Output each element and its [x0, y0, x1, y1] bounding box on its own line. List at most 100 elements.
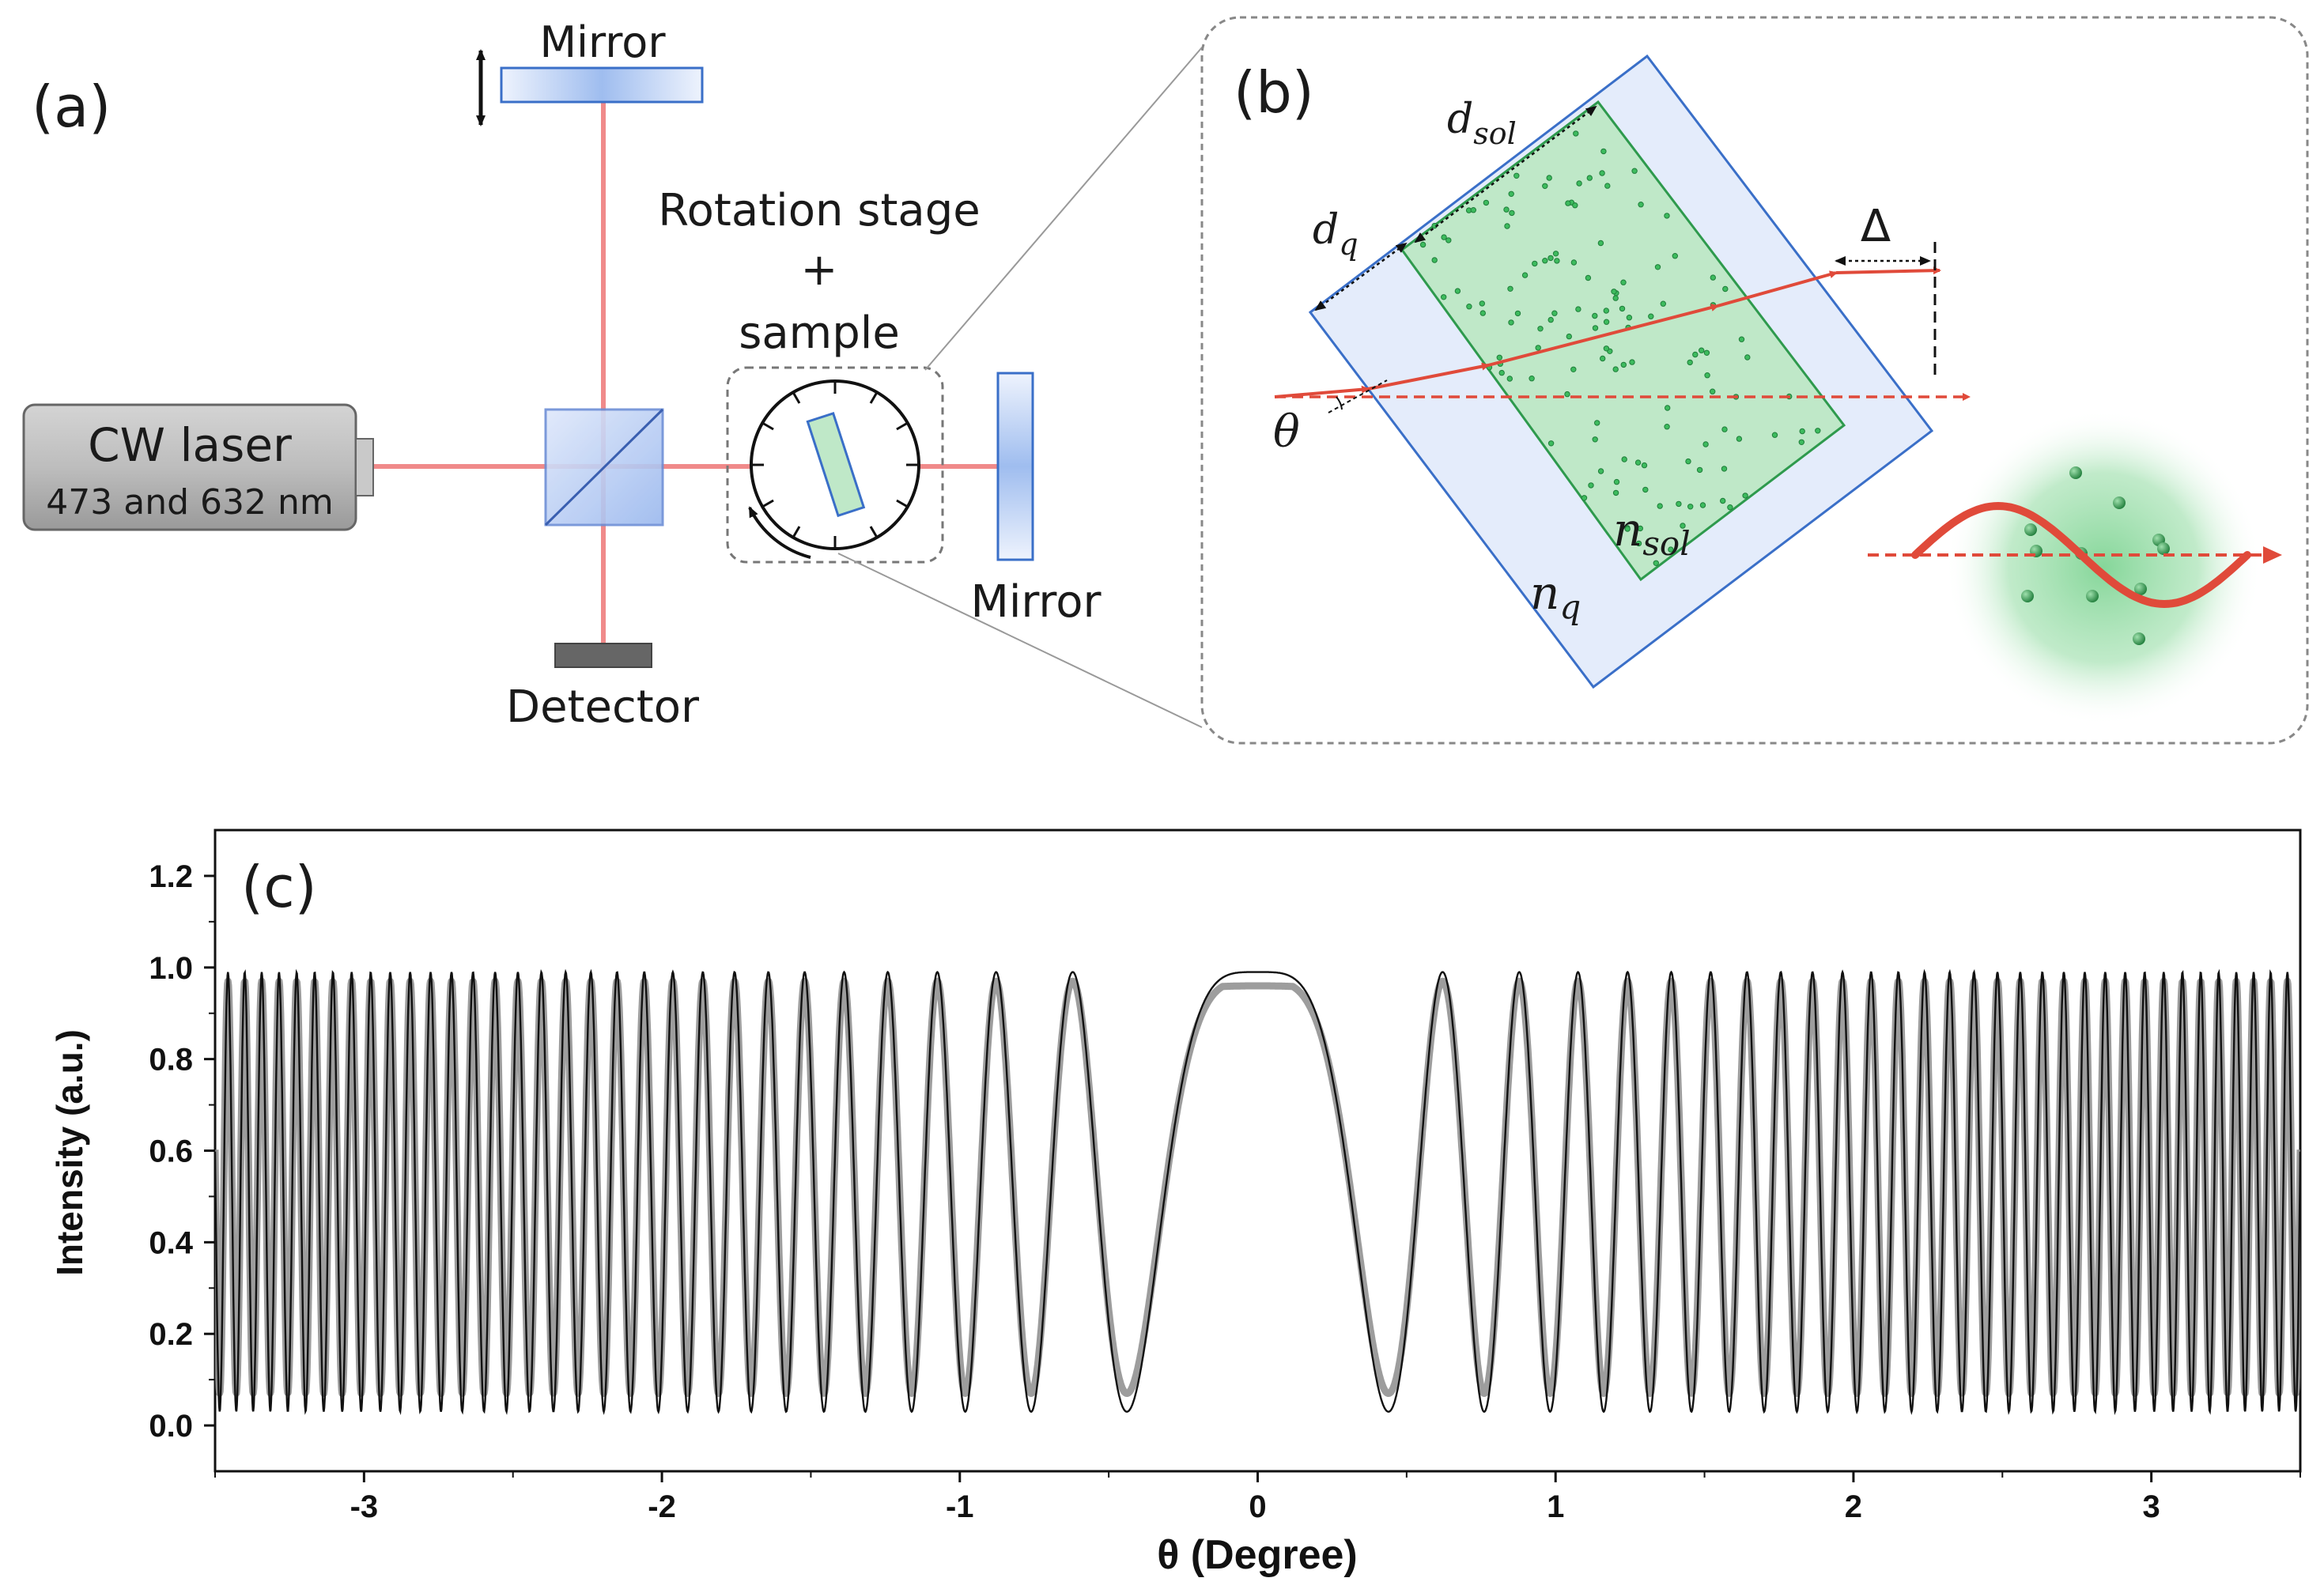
- stage-inset-box: [726, 366, 944, 564]
- particle: [1537, 326, 1544, 332]
- particle: [1535, 345, 1541, 351]
- particle: [1496, 354, 1503, 361]
- particle: [1799, 428, 1805, 435]
- particle: [1722, 285, 1729, 293]
- n-sol-label: nsol: [1613, 503, 1691, 563]
- particle: [1742, 493, 1748, 499]
- plot-area: [215, 968, 2300, 1416]
- particle: [1687, 359, 1693, 366]
- particle: [1547, 316, 1554, 323]
- particle: [1634, 459, 1642, 466]
- particle: [1445, 237, 1452, 243]
- particle: [1798, 439, 1805, 445]
- particle: [1554, 258, 1560, 264]
- particle: [1736, 436, 1743, 442]
- particle: [1479, 310, 1487, 316]
- particle: [1624, 526, 1631, 532]
- y-axis: 0.00.20.40.60.81.01.2: [149, 859, 215, 1444]
- particle: [2134, 583, 2147, 595]
- particle: [2069, 466, 2082, 479]
- particle: [1721, 466, 1728, 472]
- dq-label: dq: [1313, 206, 1359, 262]
- particle: [1441, 294, 1447, 300]
- particle: [1680, 523, 1686, 529]
- detector: Detector: [506, 643, 700, 733]
- particle: [2157, 542, 2170, 555]
- particle: [1620, 361, 1627, 368]
- particle: [1592, 312, 1598, 319]
- particle: [1738, 336, 1745, 342]
- particle: [1572, 202, 1578, 209]
- dial-tick: [869, 391, 879, 404]
- particle: [1710, 388, 1716, 394]
- particle: [1653, 560, 1660, 566]
- particle: [1702, 441, 1709, 447]
- particle: [1600, 148, 1607, 155]
- dial-tick: [869, 526, 879, 538]
- particle: [1521, 272, 1529, 278]
- particle: [1431, 257, 1438, 263]
- particle: [1612, 366, 1619, 372]
- stage-label-1: Rotation stage: [658, 185, 980, 236]
- light-wave: [1911, 501, 2251, 609]
- particle: [1704, 372, 1710, 379]
- particle: [1504, 223, 1510, 229]
- particle: [1603, 319, 1610, 325]
- particle: [1508, 191, 1514, 198]
- panel-c-label: (c): [241, 854, 317, 920]
- zoom-connectors: [837, 47, 1203, 728]
- rotation-arrow: [748, 506, 811, 559]
- particle: [1586, 175, 1593, 181]
- x-tick-label: 3: [2143, 1489, 2160, 1524]
- particle: [1721, 426, 1728, 432]
- particle: [1532, 260, 1538, 267]
- particle: [1542, 258, 1548, 264]
- panel-b-label: (b): [1234, 59, 1314, 126]
- particle: [1720, 497, 1726, 504]
- particle: [1479, 300, 1486, 307]
- top-mirror: Mirror: [476, 17, 704, 126]
- particle: [1620, 279, 1627, 285]
- dial-tick: [761, 499, 774, 508]
- particle: [1507, 285, 1513, 292]
- particle: [1631, 168, 1638, 174]
- dial-tick: [792, 391, 801, 404]
- y-tick-label: 0.6: [149, 1134, 193, 1169]
- particle: [1594, 420, 1600, 426]
- particle: [1542, 183, 1548, 190]
- particle: [1612, 295, 1619, 301]
- particle: [1419, 241, 1427, 248]
- particle: [2024, 523, 2037, 536]
- particle: [1744, 354, 1751, 361]
- particle: [1696, 466, 1703, 474]
- particle: [1506, 376, 1513, 382]
- theta-label: θ: [1273, 406, 1300, 458]
- particle: [1470, 207, 1477, 213]
- x-tick-label: 2: [1845, 1489, 1862, 1524]
- particle: [1547, 255, 1554, 262]
- particle: [1676, 500, 1682, 508]
- particle: [1551, 310, 1558, 316]
- particle: [1600, 355, 1606, 362]
- particle: [1546, 175, 1552, 181]
- particle: [1566, 333, 1573, 340]
- x-tick-label: -2: [648, 1489, 676, 1524]
- x-tick-label: -1: [946, 1489, 974, 1524]
- particle: [1570, 366, 1577, 372]
- particle: [1552, 251, 1559, 257]
- particle: [2133, 632, 2145, 645]
- y-axis-title: Intensity (a.u.): [49, 1029, 90, 1276]
- particle: [1657, 503, 1663, 509]
- particle: [1668, 546, 1674, 553]
- stage-label-3: sample: [739, 308, 900, 359]
- dial-ticks: [751, 381, 919, 549]
- dial-tick: [896, 499, 909, 508]
- particle: [1687, 504, 1694, 510]
- right-mirror-label: Mirror: [971, 576, 1102, 628]
- laser-wavelengths: 473 and 632 nm: [46, 482, 333, 523]
- x-axis-title: θ (Degree): [1157, 1532, 1358, 1578]
- particle: [1638, 202, 1644, 208]
- particle: [1710, 274, 1717, 281]
